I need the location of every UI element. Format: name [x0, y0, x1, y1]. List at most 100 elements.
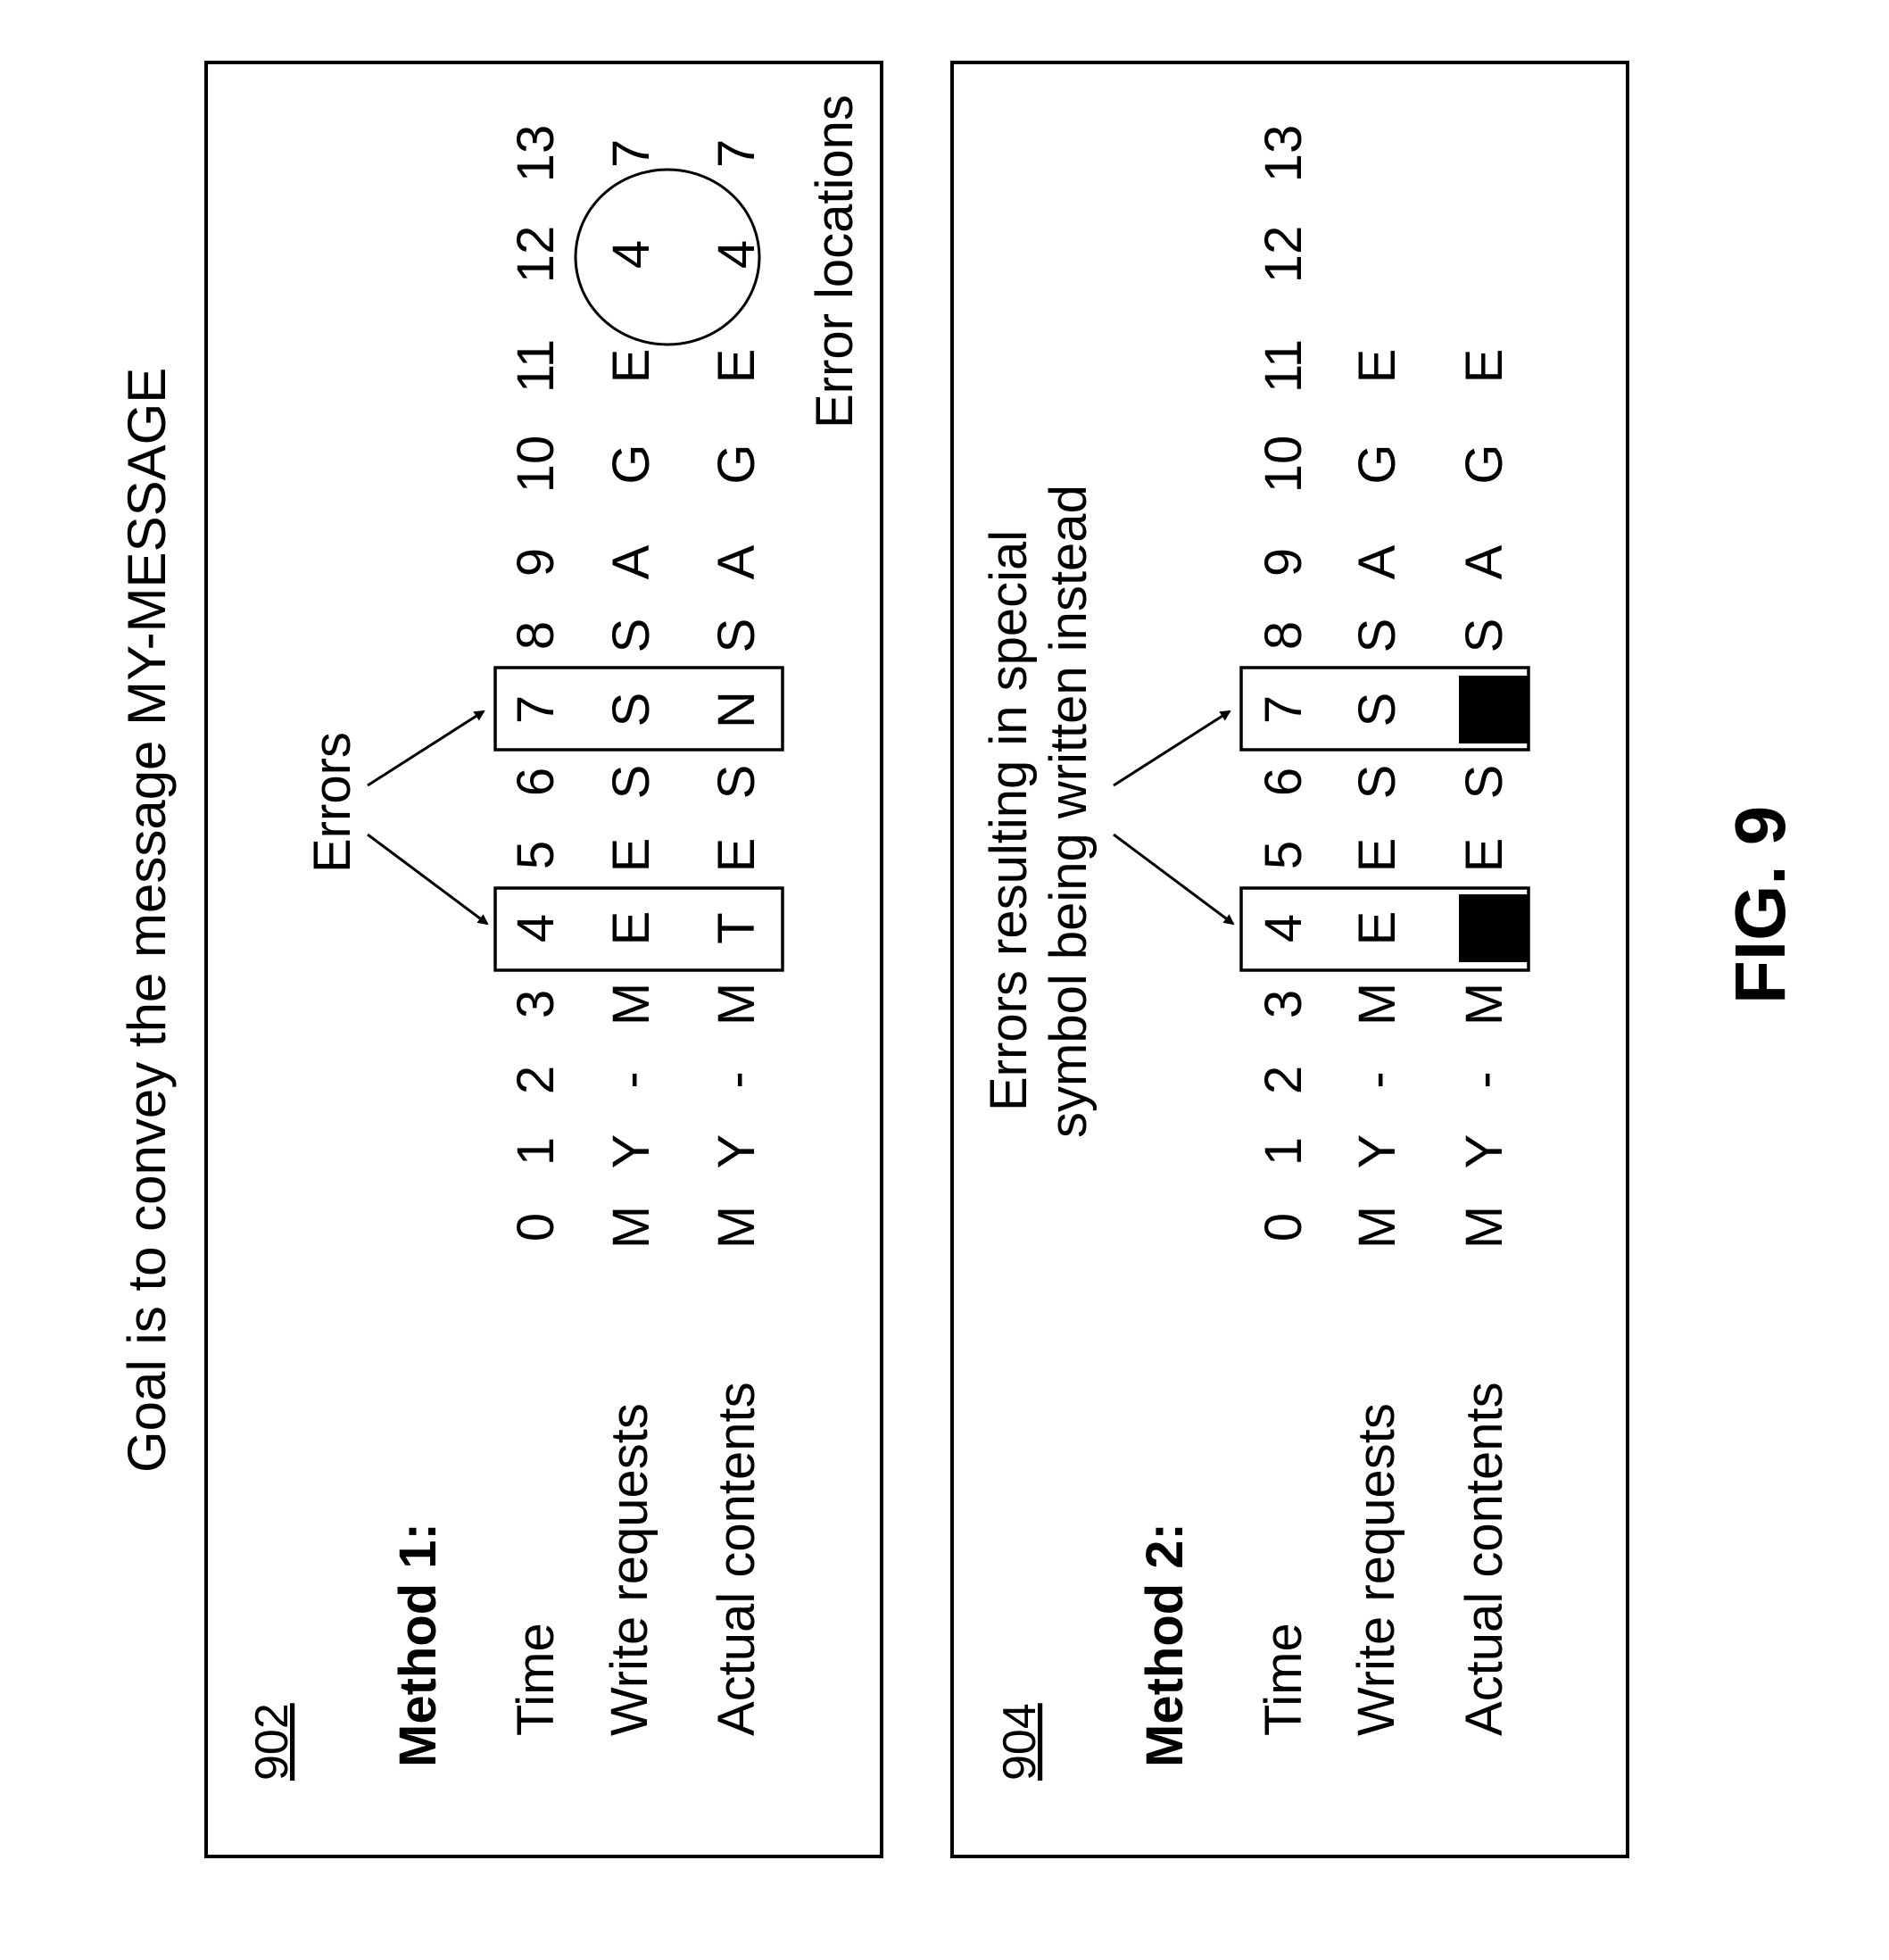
panel-902-write-cell-11: E: [602, 349, 660, 384]
panel-904-time-cell-4: 4: [1255, 914, 1313, 943]
panel-904-time-cell-12: 12: [1255, 226, 1313, 284]
panel-904-time-cell-2: 2: [1255, 1066, 1313, 1094]
panel-902-write-label: Write requests: [601, 1403, 659, 1736]
panel-902-actual-cell-10: G: [708, 444, 766, 484]
panel-902-write-cell-12: 4: [602, 240, 660, 269]
panel-902-actual-cell-1: Y: [708, 1134, 766, 1169]
panel-904-actual-cell-0: M: [1455, 1206, 1513, 1249]
panel-904-write-cell-3: M: [1348, 983, 1406, 1026]
panel-904-actual-cell-9: A: [1455, 544, 1513, 579]
panel-904-ref: 904: [994, 1703, 1046, 1781]
panel-904-actual-row: MY-MESSAGE: [1455, 349, 1529, 1250]
panel-902-actual-cell-9: A: [708, 544, 766, 579]
panel-902-write-cell-10: G: [602, 444, 660, 484]
panel-902-time-cell-8: 8: [507, 621, 565, 650]
panel-904-errors-label-line1: Errors resulting in special: [980, 530, 1038, 1111]
panel-904-method: Method 2:: [1136, 1523, 1194, 1767]
panel-902-arrow-4: [368, 835, 487, 924]
panel-902-time-cell-6: 6: [507, 768, 565, 796]
panel-902-actual-cell-2: -: [708, 1071, 766, 1088]
panel-902-write-cell-7: S: [602, 693, 660, 727]
panel-902-actual-label: Actual contents: [708, 1382, 766, 1736]
panel-904-write-cell-4: E: [1348, 911, 1406, 946]
panel-902-actual-cell-12: 4: [708, 240, 766, 269]
panel-902-time-cell-9: 9: [507, 548, 565, 577]
panel-904-write-cell-5: E: [1348, 838, 1406, 873]
panel-904-write-cell-7: S: [1348, 693, 1406, 727]
panel-904-time-cell-13: 13: [1255, 125, 1313, 183]
panel-902-write-cell-8: S: [602, 619, 660, 653]
panel-904-arrow-4: [1114, 835, 1233, 924]
panel-904-time-cell-3: 3: [1255, 990, 1313, 1018]
panel-904: 904 Method 2: Time Write requests Actual…: [952, 62, 1628, 1856]
panel-902-actual-cell-5: E: [708, 838, 766, 873]
panel-904-write-row: M Y - M E E S S S A G E: [1348, 349, 1406, 1250]
panel-904-time-cell-11: 11: [1255, 339, 1313, 393]
panel-902-time-cell-11: 11: [507, 339, 565, 393]
panel-902-time-cell-3: 3: [507, 990, 565, 1018]
panel-902-time-cell-2: 2: [507, 1066, 565, 1094]
panel-902-write-cell-5: E: [602, 838, 660, 873]
figure-label: FIG. 9: [1720, 806, 1800, 1004]
panel-902-write-cell-0: M: [602, 1206, 660, 1249]
panel-904-time-label: Time: [1255, 1623, 1313, 1736]
panel-902-time-cell-4: 4: [507, 914, 565, 943]
panel-904-actual-cell-10: G: [1455, 444, 1513, 484]
panel-904-actual-cell-3: M: [1455, 983, 1513, 1026]
panel-902-write-cell-13: 7: [602, 139, 660, 168]
panel-904-time-cell-10: 10: [1255, 436, 1313, 494]
panel-902-write-cell-4: E: [602, 911, 660, 946]
panel-904-write-cell-6: S: [1348, 765, 1406, 800]
panel-904-write-cell-1: Y: [1348, 1134, 1406, 1169]
panel-904-actual-cell-1: Y: [1455, 1134, 1513, 1169]
panel-904-time-cell-7: 7: [1255, 695, 1313, 724]
panel-902-time-cell-7: 7: [507, 695, 565, 724]
panel-902-write-row: MY-MEESSSAGE47: [602, 139, 660, 1249]
panel-904-actual-special-symbol-7: [1459, 676, 1529, 743]
page-title: Goal is to convey the message MY-MESSAGE: [117, 368, 177, 1473]
panel-902-actual-cell-8: S: [708, 619, 766, 653]
panel-904-time-cell-8: 8: [1255, 621, 1313, 650]
panel-904-write-cell-11: E: [1348, 349, 1406, 384]
panel-904-actual-label: Actual contents: [1455, 1382, 1513, 1736]
panel-904-time-cell-9: 9: [1255, 548, 1313, 577]
panel-902-actual-cell-11: E: [708, 349, 766, 384]
panel-902-border: [206, 62, 882, 1856]
panel-902-time-cell-13: 13: [507, 125, 565, 183]
panel-904-actual-cell-2: -: [1455, 1071, 1513, 1088]
panel-902-time-cell-0: 0: [507, 1213, 565, 1242]
panel-902: 902 Method 1: Time Write requests Actual…: [206, 62, 882, 1856]
panel-904-arrow-7: [1114, 711, 1230, 785]
panel-902-write-cell-1: Y: [602, 1134, 660, 1169]
panel-902-actual-row: MY-MTESNSAGE47: [708, 139, 766, 1249]
panel-904-write-cell-2: -: [1348, 1071, 1406, 1088]
panel-904-time-cell-1: 1: [1255, 1137, 1313, 1166]
panel-904-write-cell-9: A: [1348, 544, 1406, 579]
panel-902-actual-cell-6: S: [708, 765, 766, 800]
panel-902-error-locations-label: Error locations: [806, 95, 864, 428]
panel-904-write-cell-8: S: [1348, 619, 1406, 653]
panel-902-write-cell-6: S: [602, 765, 660, 800]
panel-902-actual-cell-0: M: [708, 1206, 766, 1249]
panel-902-ref: 902: [246, 1703, 298, 1781]
panel-902-time-cell-5: 5: [507, 841, 565, 869]
panel-904-write-cell-10: G: [1348, 444, 1406, 484]
panel-902-write-cell-9: A: [602, 544, 660, 579]
panel-902-write-cell-3: M: [602, 983, 660, 1026]
panel-902-actual-cell-4: T: [708, 912, 766, 943]
panel-904-time-cell-6: 6: [1255, 768, 1313, 796]
panel-902-method: Method 1:: [389, 1523, 447, 1767]
panel-904-actual-cell-5: E: [1455, 838, 1513, 873]
panel-902-actual-cell-7: N: [708, 691, 766, 728]
panel-904-time-row: 012345678910111213: [1255, 125, 1313, 1242]
panel-904-errors-label-line2: symbol being written instead: [1040, 485, 1098, 1138]
panel-904-actual-cell-6: S: [1455, 765, 1513, 800]
panel-902-time-cell-12: 12: [507, 226, 565, 284]
panel-904-write-label: Write requests: [1347, 1403, 1405, 1736]
panel-902-time-row: 012345678910111213: [507, 125, 565, 1242]
panel-904-write-cell-0: M: [1348, 1206, 1406, 1249]
panel-902-errors-label: Errors: [303, 732, 361, 873]
panel-904-actual-cell-11: E: [1455, 349, 1513, 384]
